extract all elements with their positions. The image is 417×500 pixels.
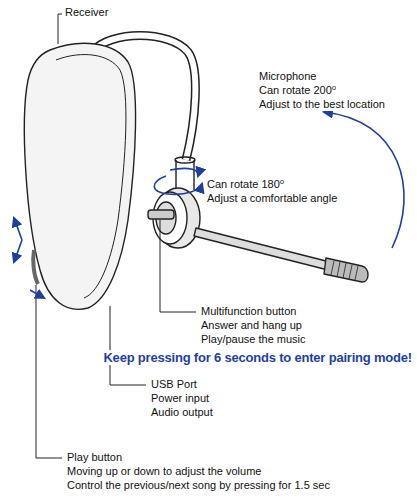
callout-label: Audio output (150, 406, 214, 419)
callout-label: Control the previous/next song by pressi… (66, 479, 331, 492)
callout-label: Multifunction button (200, 305, 297, 318)
callout-label: USB Port (150, 378, 198, 391)
callout-label: Microphone (258, 70, 317, 83)
callout-label: Play/pause the music (200, 333, 307, 346)
callout-label: Power input (150, 392, 210, 405)
callout-label: Can rotate 180⁰ (206, 178, 285, 191)
callout-label: Receiver (64, 6, 109, 19)
callout-label: Adjust to the best location (258, 98, 386, 111)
callout-label: Play button (66, 451, 123, 464)
pairing-note: Keep pressing for 6 seconds to enter pai… (102, 350, 413, 365)
callout-label: Adjust a comfortable angle (206, 192, 338, 205)
callout-label: Moving up or down to adjust the volume (66, 465, 262, 478)
callout-label: Can rotate 200⁰ (258, 84, 337, 97)
callout-label: Answer and hang up (200, 319, 303, 332)
